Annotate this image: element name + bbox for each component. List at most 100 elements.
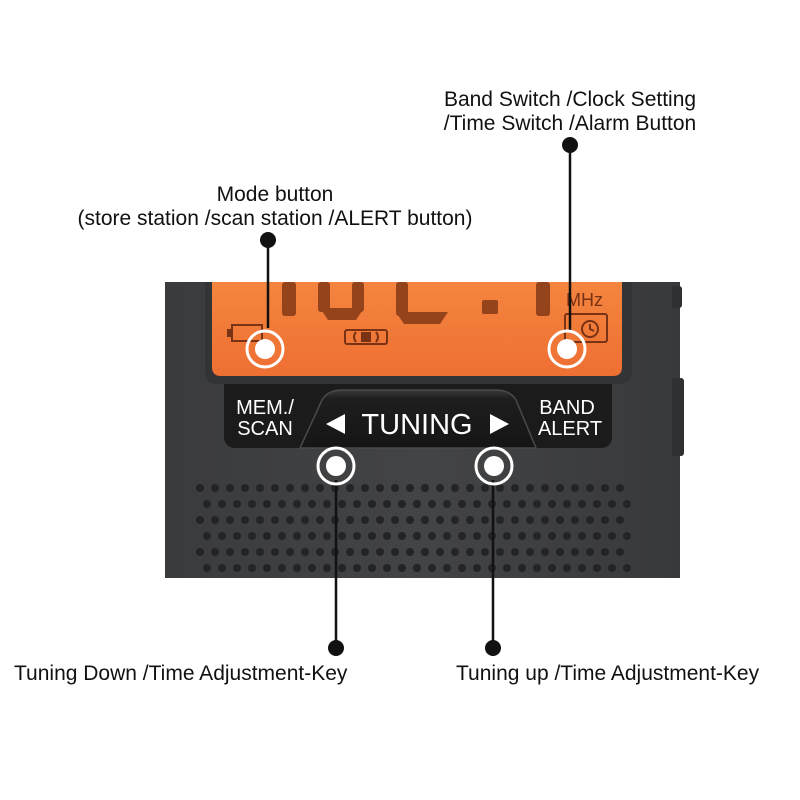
speaker-hole (421, 548, 429, 556)
speaker-hole (571, 516, 579, 524)
speaker-hole (526, 548, 534, 556)
battery-icon (227, 324, 263, 342)
speaker-hole (593, 564, 601, 572)
speaker-hole (248, 500, 256, 508)
speaker-hole (338, 532, 346, 540)
speaker-hole (473, 564, 481, 572)
tuning-left-arrow-icon[interactable] (326, 414, 345, 434)
tuning-up-marker (474, 446, 514, 486)
speaker-hole (241, 516, 249, 524)
speaker-hole (263, 564, 271, 572)
speaker-hole (338, 500, 346, 508)
speaker-hole (376, 484, 384, 492)
tuning-rocker-button[interactable] (298, 389, 538, 449)
tuning-right-arrow-icon[interactable] (490, 414, 509, 434)
speaker-hole (301, 516, 309, 524)
speaker-hole (413, 564, 421, 572)
speaker-hole (391, 516, 399, 524)
speaker-hole (541, 484, 549, 492)
speaker-hole (196, 484, 204, 492)
lcd-screen (212, 282, 622, 376)
speaker-hole (196, 516, 204, 524)
speaker-hole (451, 484, 459, 492)
speaker-hole (518, 500, 526, 508)
speaker-hole (548, 532, 556, 540)
tuning-down-marker (316, 446, 356, 486)
alert-signal-icon (344, 329, 388, 345)
speaker-hole (256, 484, 264, 492)
speaker-hole (436, 516, 444, 524)
speaker-hole (391, 548, 399, 556)
speaker-hole (278, 500, 286, 508)
band-switch-marker (547, 329, 587, 369)
speaker-hole (293, 564, 301, 572)
tuning-down-callout: Tuning Down /Time Adjustment-Key (14, 662, 348, 685)
speaker-hole (623, 500, 631, 508)
mem-scan-label-line2: SCAN (237, 418, 293, 440)
speaker-hole (301, 484, 309, 492)
speaker-hole (586, 516, 594, 524)
speaker-hole (353, 500, 361, 508)
speaker-hole (383, 564, 391, 572)
speaker-hole (271, 548, 279, 556)
speaker-hole (383, 500, 391, 508)
speaker-hole (346, 484, 354, 492)
speaker-hole (406, 548, 414, 556)
speaker-hole (211, 516, 219, 524)
speaker-hole (383, 532, 391, 540)
speaker-hole (616, 516, 624, 524)
speaker-hole (481, 548, 489, 556)
speaker-hole (601, 484, 609, 492)
speaker-hole (233, 564, 241, 572)
speaker-hole (226, 516, 234, 524)
speaker-hole (428, 500, 436, 508)
band-alert-label-line2: ALERT (538, 418, 602, 440)
speaker-hole (511, 548, 519, 556)
speaker-hole (511, 516, 519, 524)
mode-button-marker (245, 329, 285, 369)
speaker-hole (443, 532, 451, 540)
speaker-hole (226, 484, 234, 492)
speaker-hole (346, 548, 354, 556)
speaker-hole (466, 548, 474, 556)
tuning-label: TUNING (361, 409, 472, 441)
band-switch-callout-line2: /Time Switch /Alarm Button (443, 112, 697, 135)
speaker-hole (608, 532, 616, 540)
speaker-hole (503, 500, 511, 508)
speaker-hole (518, 564, 526, 572)
speaker-hole (548, 500, 556, 508)
speaker-hole (601, 516, 609, 524)
speaker-hole (293, 532, 301, 540)
speaker-hole (451, 548, 459, 556)
speaker-hole (308, 564, 316, 572)
speaker-hole (278, 532, 286, 540)
mem-scan-button[interactable]: MEM./ SCAN (236, 397, 294, 440)
speaker-hole (623, 532, 631, 540)
speaker-hole (233, 532, 241, 540)
band-switch-callout: Band Switch /Clock Setting /Time Switch … (400, 88, 740, 136)
band-alert-button[interactable]: BAND ALERT (538, 397, 602, 440)
speaker-hole (398, 532, 406, 540)
speaker-hole (316, 516, 324, 524)
tuning-up-callout: Tuning up /Time Adjustment-Key (456, 662, 760, 685)
speaker-hole (563, 532, 571, 540)
speaker-hole (271, 516, 279, 524)
speaker-hole (556, 548, 564, 556)
speaker-hole (451, 516, 459, 524)
lcd-digits (282, 282, 550, 324)
speaker-hole (466, 484, 474, 492)
speaker-hole (608, 500, 616, 508)
speaker-hole (578, 532, 586, 540)
speaker-hole (406, 516, 414, 524)
speaker-hole (458, 532, 466, 540)
speaker-hole (586, 548, 594, 556)
speaker-hole (571, 548, 579, 556)
speaker-hole (346, 516, 354, 524)
speaker-hole (578, 564, 586, 572)
speaker-hole (413, 500, 421, 508)
speaker-hole (368, 500, 376, 508)
speaker-hole (361, 548, 369, 556)
speaker-hole (203, 564, 211, 572)
speaker-hole (436, 548, 444, 556)
